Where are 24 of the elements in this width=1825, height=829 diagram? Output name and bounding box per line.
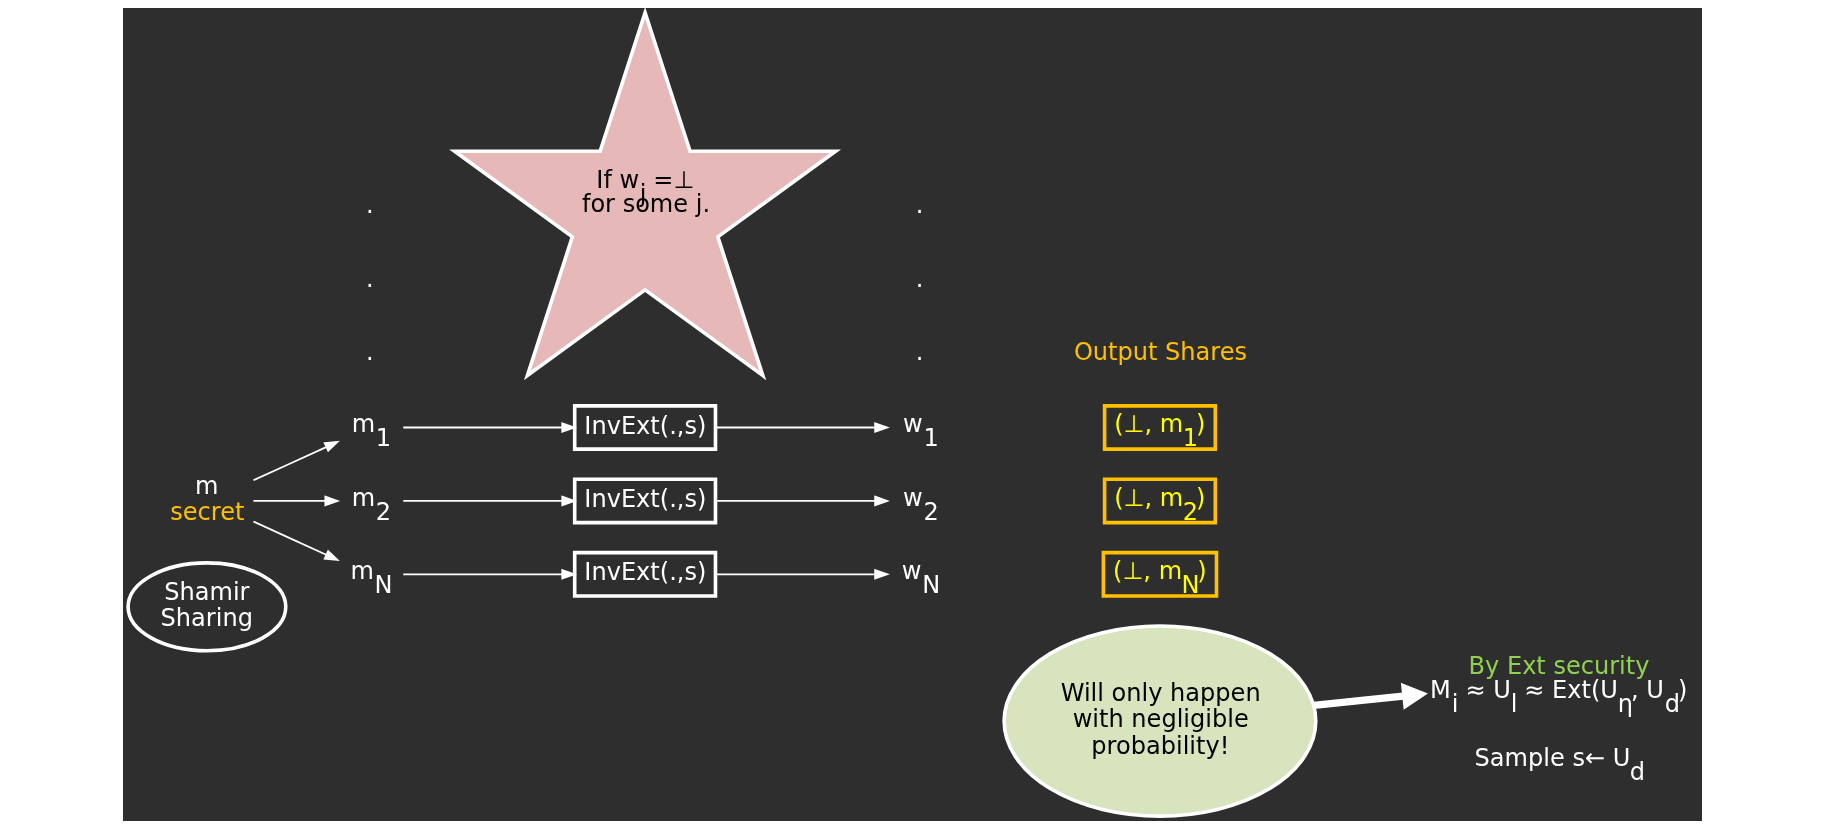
node-box: InvExt(.,s): [572, 477, 718, 525]
arrow: [252, 520, 340, 561]
node-box: InvExt(.,s): [572, 550, 718, 598]
arrow: [714, 422, 890, 433]
label: .: [366, 191, 374, 220]
label: .: [366, 338, 374, 367]
node-box: InvExt(.,s): [572, 404, 718, 451]
label: .: [915, 264, 924, 293]
node-text: m: [194, 471, 219, 500]
arrow: [252, 440, 340, 482]
arrow: [402, 422, 578, 433]
label: .: [915, 338, 924, 367]
label: .: [366, 264, 374, 293]
arrow: [252, 495, 341, 507]
label: Output Shares: [1073, 338, 1248, 367]
arrow: [714, 495, 890, 507]
arrow: [402, 568, 578, 580]
arrow: [402, 495, 578, 507]
arrow: [1313, 682, 1428, 710]
node-ellipse: Shamir Sharing: [126, 561, 288, 653]
node-ellipse: Will only happen with negligible probability!: [1002, 624, 1318, 818]
node-label: secret: [170, 498, 245, 527]
label: .: [915, 191, 924, 220]
arrow: [714, 568, 890, 580]
